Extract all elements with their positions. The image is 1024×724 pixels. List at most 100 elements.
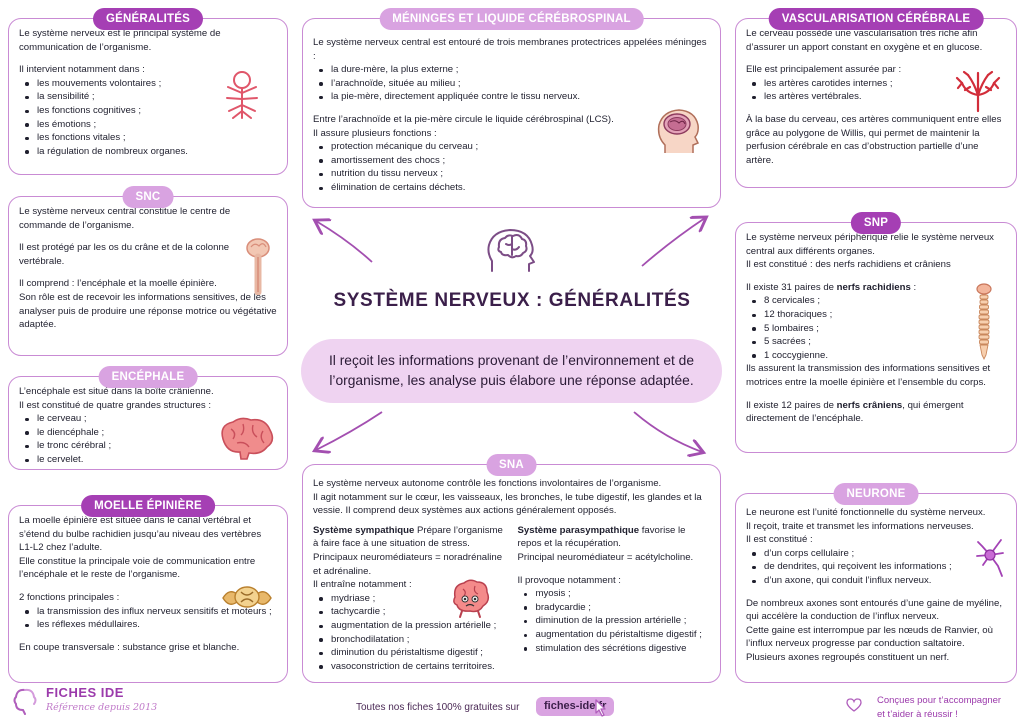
list-item: le tronc cérébral ;: [19, 439, 277, 453]
meninges-p1: Le système nerveux central est entouré d…: [313, 37, 707, 62]
moelle-card: MOELLE ÉPINIÈRE La moelle épinière est s…: [8, 495, 288, 683]
list-item: les fonctions cognitives ;: [19, 104, 277, 118]
sympathique-neuro: Principaux neuromédiateurs = noradrénali…: [313, 552, 503, 577]
list-item: diminution de la pression artérielle ;: [518, 614, 711, 628]
snp-p3-bold: nerfs rachidiens: [836, 281, 911, 293]
parasympathique-title: Système parasympathique: [517, 524, 640, 536]
list-item: la régulation de nombreux organes.: [19, 145, 277, 159]
list-item: vasoconstriction de certains territoires…: [313, 660, 506, 674]
brain-icon: [221, 417, 274, 460]
generalites-lead: Il intervient notamment dans :: [19, 64, 145, 76]
sympathique-desc-text: Prépare l’organisme à faire face à une s…: [313, 524, 503, 550]
snc-p2: Il est protégé par les os du crâne et de…: [19, 242, 230, 267]
arrow-bottom-left: [316, 411, 383, 450]
list-item: la sensibilité ;: [19, 90, 277, 104]
snp-p5: Il existe 12 paires de nerfs crâniens, q…: [746, 399, 1006, 426]
moelle-tag: MOELLE ÉPINIÈRE: [81, 495, 215, 518]
encephale-p1: L’encéphale est situé dans la boîte crân…: [19, 386, 214, 397]
parasympathique-desc-text: favorise le repos et la récupération.: [517, 524, 686, 550]
neurone-tag: NEURONE: [833, 483, 919, 506]
snp-p5-bold: nerfs crâniens: [836, 399, 903, 411]
list-item: nutrition du tissu nerveux ;: [313, 167, 710, 181]
list-item: stimulation des sécrétions digestive: [518, 642, 711, 656]
sympathique-column: Système sympathique Prépare l’organisme …: [313, 524, 506, 674]
vascularisation-list: les artères carotides internes ; les art…: [746, 77, 1006, 104]
list-item: 1 coccygienne.: [746, 349, 1006, 363]
snp-p4: Ils assurent la transmission des informa…: [746, 363, 991, 389]
sna-p2: Il agit notamment sur le cœur, les vaiss…: [313, 491, 702, 517]
snc-p1: Le système nerveux central constitue le …: [19, 206, 231, 231]
generalites-tag: GÉNÉRALITÉS: [93, 8, 203, 31]
snp-tag: SNP: [850, 212, 902, 235]
list-item: l’arachnoïde, située au milieu ;: [313, 77, 710, 91]
snp-card: SNP Le système nerveux périphérique reli…: [735, 212, 1017, 453]
generalites-list: les mouvements volontaires ; la sensibil…: [19, 77, 277, 159]
list-item: de dendrites, qui reçoivent les informat…: [746, 560, 1006, 574]
snc-tag: SNC: [122, 186, 174, 209]
list-item: augmentation de la pression artérielle ;: [313, 619, 506, 633]
sympathique-desc: Système sympathique Prépare l’organisme …: [313, 524, 506, 551]
sna-columns: Système sympathique Prépare l’organisme …: [313, 524, 710, 674]
list-item: 8 cervicales ;: [746, 294, 1006, 308]
generalites-card: GÉNÉRALITÉS Le système nerveux est le pr…: [8, 8, 288, 175]
encephale-tag: ENCÉPHALE: [98, 366, 198, 389]
brain-outline-icon: [487, 229, 535, 272]
parasympathique-column: Système parasympathique favorise le repo…: [518, 524, 711, 674]
brain-head-icon: [246, 238, 270, 295]
vascularisation-p3: À la base du cerveau, ces artères commun…: [746, 114, 1002, 166]
site-link[interactable]: fiches-ide.fr: [536, 697, 615, 716]
snc-p3: Il comprend : l’encéphale et la moelle é…: [19, 278, 217, 290]
brain-vessels-icon: [955, 70, 1001, 113]
vertebral-column-icon: [976, 283, 992, 361]
generalites-intro: Le système nerveux est le principal syst…: [19, 28, 221, 53]
list-item: les émotions ;: [19, 118, 277, 132]
sympathique-title: Système sympathique: [313, 524, 415, 536]
neuron-icon: [976, 539, 1004, 577]
meninges-list-2: protection mécanique du cerveau ; amorti…: [313, 140, 710, 194]
page-title: SYSTÈME NERVEUX : GÉNÉRALITÉS: [333, 290, 691, 311]
list-item: les fonctions vitales ;: [19, 131, 277, 145]
meninges-p2: Entre l’arachnoïde et la pie-mère circul…: [313, 114, 614, 126]
neurone-p3: Il est constitué :: [746, 534, 813, 546]
neurone-card: NEURONE Le neurone est l’unité fonctionn…: [735, 483, 1017, 683]
brand-tagline: Référence depuis 2013: [46, 702, 158, 713]
brain-logo-icon: [13, 688, 37, 715]
list-item: la transmission des influx nerveux sensi…: [19, 605, 277, 619]
free-notice: Toutes nos fiches 100% gratuites sur: [356, 702, 520, 713]
snp-p3-end: :: [910, 281, 917, 293]
sna-tag: SNA: [486, 454, 537, 477]
summary-pill: Il reçoit les informations provenant de …: [301, 339, 722, 403]
list-item: 12 thoraciques ;: [746, 308, 1006, 322]
list-item: bronchodilatation ;: [313, 633, 506, 647]
list-item: les artères vertébrales.: [746, 90, 1006, 104]
list-item: le cerveau ;: [19, 412, 277, 426]
list-item: bradycardie ;: [518, 601, 711, 615]
vascularisation-card: VASCULARISATION CÉRÉBRALE Le cerveau pos…: [735, 8, 1017, 188]
heart-icon: [846, 698, 862, 712]
list-item: d’un corps cellulaire ;: [746, 547, 1006, 561]
list-item: le diencéphale ;: [19, 426, 277, 440]
parasympathique-neuro: Principal neuromédiateur = acétylcholine…: [517, 552, 694, 564]
sympathique-list: mydriase ; tachycardie ; augmentation de…: [313, 592, 506, 674]
list-item: élimination de certains déchets.: [313, 181, 710, 195]
spinal-cord-section-icon: [222, 586, 272, 608]
arrow-top-left: [316, 221, 373, 263]
parasympathique-desc: Système parasympathique favorise le repo…: [518, 524, 711, 551]
list-item: protection mécanique du cerveau ;: [313, 140, 710, 154]
neurone-p5: Cette gaine est interrompue par les nœud…: [746, 624, 993, 650]
arrow-bottom-right: [633, 411, 702, 452]
moelle-p3: 2 fonctions principales :: [19, 592, 120, 604]
sympathique-lead: Il entraîne notamment :: [313, 579, 412, 591]
encephale-list: le cerveau ; le diencéphale ; le tronc c…: [19, 412, 277, 466]
list-item: amortissement des chocs ;: [313, 154, 710, 168]
brand-name: FICHES IDE: [46, 685, 124, 700]
parasympathique-lead: Il provoque notamment :: [517, 574, 621, 586]
snp-p5-text: Il existe 12 paires de: [746, 399, 837, 411]
snp-p2: Il est constitué : des nerfs rachidiens …: [746, 259, 951, 271]
head-meninges-icon: [657, 109, 700, 153]
moelle-p2: Elle constitue la principale voie de com…: [19, 555, 256, 581]
moelle-list: la transmission des influx nerveux sensi…: [19, 605, 277, 632]
support-line-2: et t’aider à réussir !: [877, 709, 958, 720]
snp-p1: Le système nerveux périphérique relie le…: [746, 232, 994, 257]
